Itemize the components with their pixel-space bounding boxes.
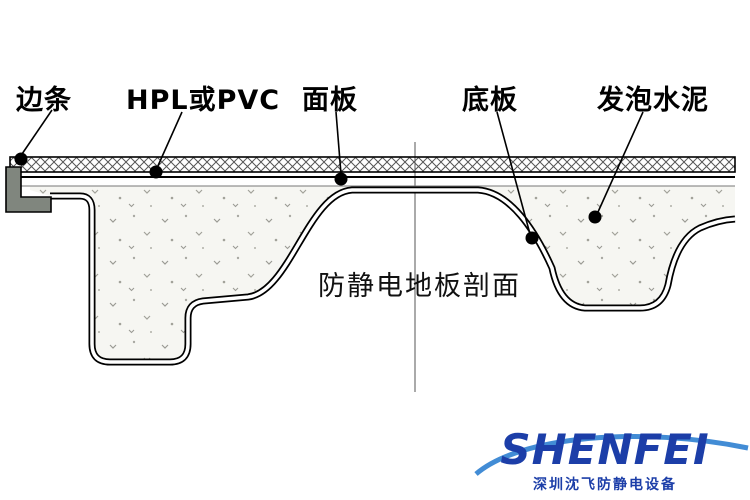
leader-face-panel <box>335 111 342 175</box>
label-hpl-or-pvc: HPL或PVC <box>126 85 281 116</box>
cement-speckles <box>30 186 735 362</box>
leader-bottom-plate <box>496 111 531 235</box>
logo-wordmark: SHENFEI <box>500 425 710 474</box>
bottom-plate-core <box>50 188 736 364</box>
marker-dot-foamed-cement <box>588 210 602 224</box>
logo-swoosh-icon <box>474 433 749 476</box>
leader-hpl-pvc <box>156 111 183 169</box>
edge-trim <box>5 166 52 213</box>
leader-edge-strip <box>21 109 53 155</box>
marker-dot-hpl-pvc <box>149 165 163 179</box>
marker-dot-bottom-plate <box>525 231 539 245</box>
label-edge-strip: 边条 <box>16 85 72 116</box>
leader-foamed-cement <box>597 111 644 213</box>
label-bottom-plate: 底板 <box>462 85 518 116</box>
face-laminate-hatch <box>9 156 736 173</box>
brand-logo: SHENFEI 深圳沈飞防静电设备 <box>470 425 749 494</box>
marker-dot-edge-strip <box>14 152 28 166</box>
label-foamed-cement: 发泡水泥 <box>597 85 709 116</box>
label-face-panel: 面板 <box>302 85 358 116</box>
marker-dot-face-panel <box>334 172 348 186</box>
section-title: 防静电地板剖面 <box>318 271 521 302</box>
company-name: 深圳沈飞防静电设备 <box>533 477 677 493</box>
